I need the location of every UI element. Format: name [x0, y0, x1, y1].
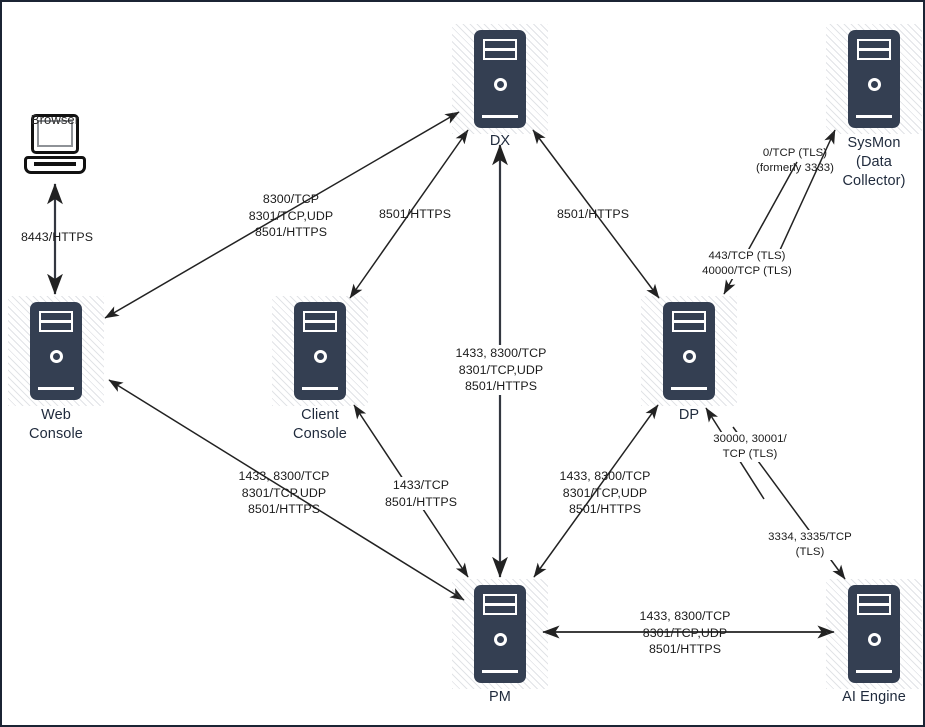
server-power-knob — [493, 78, 507, 92]
edge-label-dx-dp: 8501/HTTPS — [556, 207, 630, 221]
server-drive-bay — [672, 310, 706, 333]
server-power-knob — [682, 350, 696, 364]
edge-label-sysmon-dp: 443/TCP (TLS) 40000/TCP (TLS) — [691, 249, 803, 279]
node-browser[interactable] — [24, 114, 86, 174]
node-ai-engine[interactable] — [826, 579, 922, 689]
laptop-keyboard — [33, 161, 77, 167]
edge-label-pm-aiengine: 1433, 8300/TCP 8301/TCP,UDP 8501/HTTPS — [639, 609, 731, 656]
edge-label-aiengine-dp: 3334, 3335/TCP (TLS) — [758, 530, 862, 560]
node-web-console[interactable] — [8, 296, 104, 406]
server-drive-bay — [483, 593, 517, 616]
server-icon — [294, 302, 346, 400]
server-power-knob — [867, 633, 881, 647]
server-icon — [848, 30, 900, 128]
node-label-dp: DP — [678, 407, 700, 423]
edge-label-browser-webconsole: 8443/HTTPS — [20, 230, 94, 244]
server-base-stripe — [856, 669, 892, 674]
node-pm[interactable] — [452, 579, 548, 689]
node-sysmon[interactable] — [826, 24, 922, 134]
server-base-stripe — [482, 114, 518, 119]
node-label-sysmon: SysMon (Data Collector) — [842, 135, 906, 189]
edge-label-clientconsole-dx: 8501/HTTPS — [378, 207, 452, 221]
server-power-knob — [49, 350, 63, 364]
edge-label-dp-sysmon: 0/TCP (TLS) (formerly 3333) — [756, 147, 834, 174]
server-drive-bay — [857, 38, 891, 61]
node-label-dx: DX — [489, 133, 511, 149]
server-base-stripe — [38, 386, 74, 391]
node-label-browser: Browser — [30, 112, 80, 127]
laptop-icon — [24, 114, 86, 174]
edge-clientconsole-dx — [349, 129, 469, 299]
node-dx[interactable] — [452, 24, 548, 134]
edge-dp-pm — [533, 404, 659, 578]
node-client-console[interactable] — [272, 296, 368, 406]
server-power-knob — [493, 633, 507, 647]
server-drive-bay — [857, 593, 891, 616]
server-base-stripe — [482, 669, 518, 674]
server-icon — [848, 585, 900, 683]
server-base-stripe — [671, 386, 707, 391]
edge-label-clientconsole-pm: 1433/TCP 8501/HTTPS — [379, 477, 463, 510]
server-drive-bay — [303, 310, 337, 333]
server-icon — [474, 585, 526, 683]
server-icon — [30, 302, 82, 400]
server-base-stripe — [856, 114, 892, 119]
node-dp[interactable] — [641, 296, 737, 406]
laptop-base — [24, 156, 86, 174]
node-label-ai-engine: AI Engine — [842, 689, 906, 705]
server-base-stripe — [302, 386, 338, 391]
node-label-client-console: Client Console — [293, 407, 347, 442]
edge-label-dp-pm: 1433, 8300/TCP 8301/TCP,UDP 8501/HTTPS — [559, 469, 651, 516]
server-icon — [474, 30, 526, 128]
node-label-web-console: Web Console — [29, 407, 83, 442]
edge-label-dp-aiengine: 30000, 30001/ TCP (TLS) — [701, 432, 799, 462]
node-label-pm: PM — [489, 689, 511, 705]
server-drive-bay — [39, 310, 73, 333]
edge-label-dx-pm: 1433, 8300/TCP 8301/TCP,UDP 8501/HTTPS — [445, 345, 557, 395]
server-power-knob — [867, 78, 881, 92]
laptop-screen — [30, 114, 80, 154]
server-icon — [663, 302, 715, 400]
edge-label-webconsole-pm: 1433, 8300/TCP 8301/TCP,UDP 8501/HTTPS — [238, 469, 330, 516]
server-power-knob — [313, 350, 327, 364]
edge-label-webconsole-dx: 8300/TCP 8301/TCP,UDP 8501/HTTPS — [248, 192, 334, 239]
edge-dx-dp — [532, 129, 660, 299]
server-drive-bay — [483, 38, 517, 61]
